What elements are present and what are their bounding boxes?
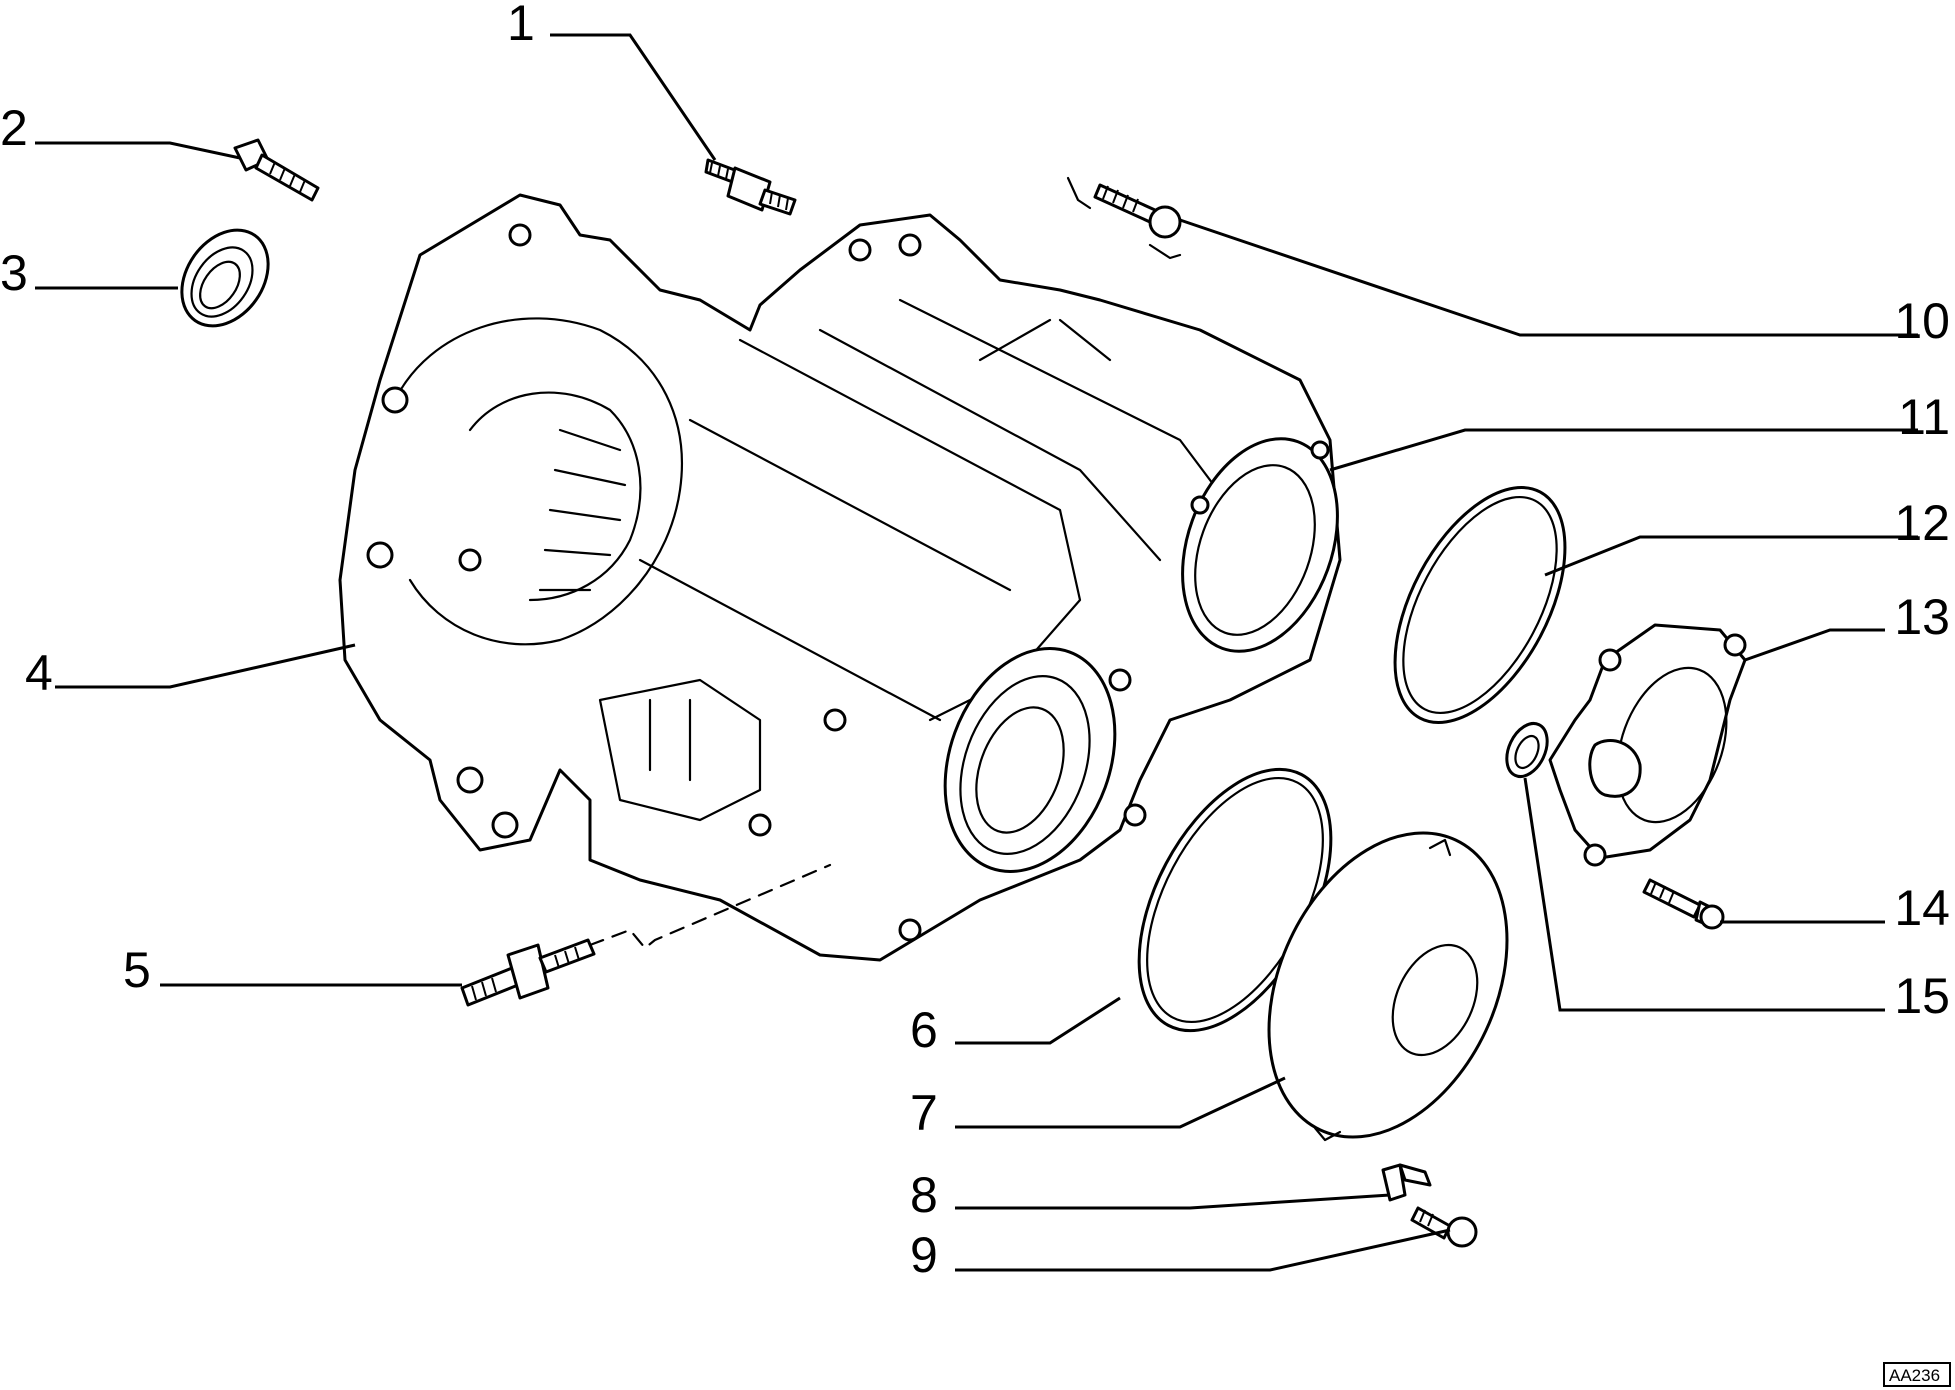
bolt-part-2 [233,138,320,202]
leader-13 [1744,628,1885,662]
leader-2 [35,141,241,160]
callout-2: 2 [0,100,28,156]
stud-part-5 [460,938,596,1007]
callout-5: 5 [123,942,151,998]
callout-10: 10 [1894,293,1950,349]
leader-9 [955,1228,1451,1272]
leader-4 [55,643,356,689]
leader-15 [1523,777,1885,1012]
leader-5-dashed [588,863,832,950]
bolt-part-10 [1066,176,1182,260]
gearbox-housing [338,193,1342,962]
callout-4: 4 [25,645,53,701]
callout-8: 8 [910,1167,938,1223]
leader-11 [1329,428,1918,472]
bolt-part-9 [1410,1206,1478,1248]
reference-code-box [1883,1362,1951,1387]
seal-part-15 [1505,722,1549,778]
leader-7 [955,1076,1286,1129]
cover-part-7 [1267,831,1509,1142]
leader-8 [955,1193,1391,1210]
callout-14: 14 [1894,880,1950,936]
leader-6 [955,996,1121,1045]
seal-part-3 [180,228,270,328]
callout-1: 1 [507,0,535,51]
leader-10 [1179,218,1918,337]
cover-part-13 [1548,623,1747,867]
callout-13: 13 [1894,589,1950,645]
callout-15: 15 [1894,968,1950,1024]
callout-numbers: 1 2 3 4 5 6 7 8 9 10 11 12 13 14 15 [0,0,1950,1283]
leader-1 [550,33,717,161]
callout-7: 7 [910,1085,938,1141]
o-ring-part-12 [1393,486,1567,724]
callout-11: 11 [1898,389,1950,445]
callout-6: 6 [910,1002,938,1058]
callout-3: 3 [0,245,28,301]
reference-code-text: AA236 [1889,1366,1940,1385]
stud-part-1 [704,158,797,216]
leader-12 [1544,535,1918,577]
callout-9: 9 [910,1227,938,1283]
bolt-part-14 [1642,878,1725,930]
reference-code-label: AA236 [1883,1362,1951,1387]
leader-lines [35,33,1918,1272]
clip-part-8 [1381,1163,1432,1202]
callout-12: 12 [1894,495,1950,551]
